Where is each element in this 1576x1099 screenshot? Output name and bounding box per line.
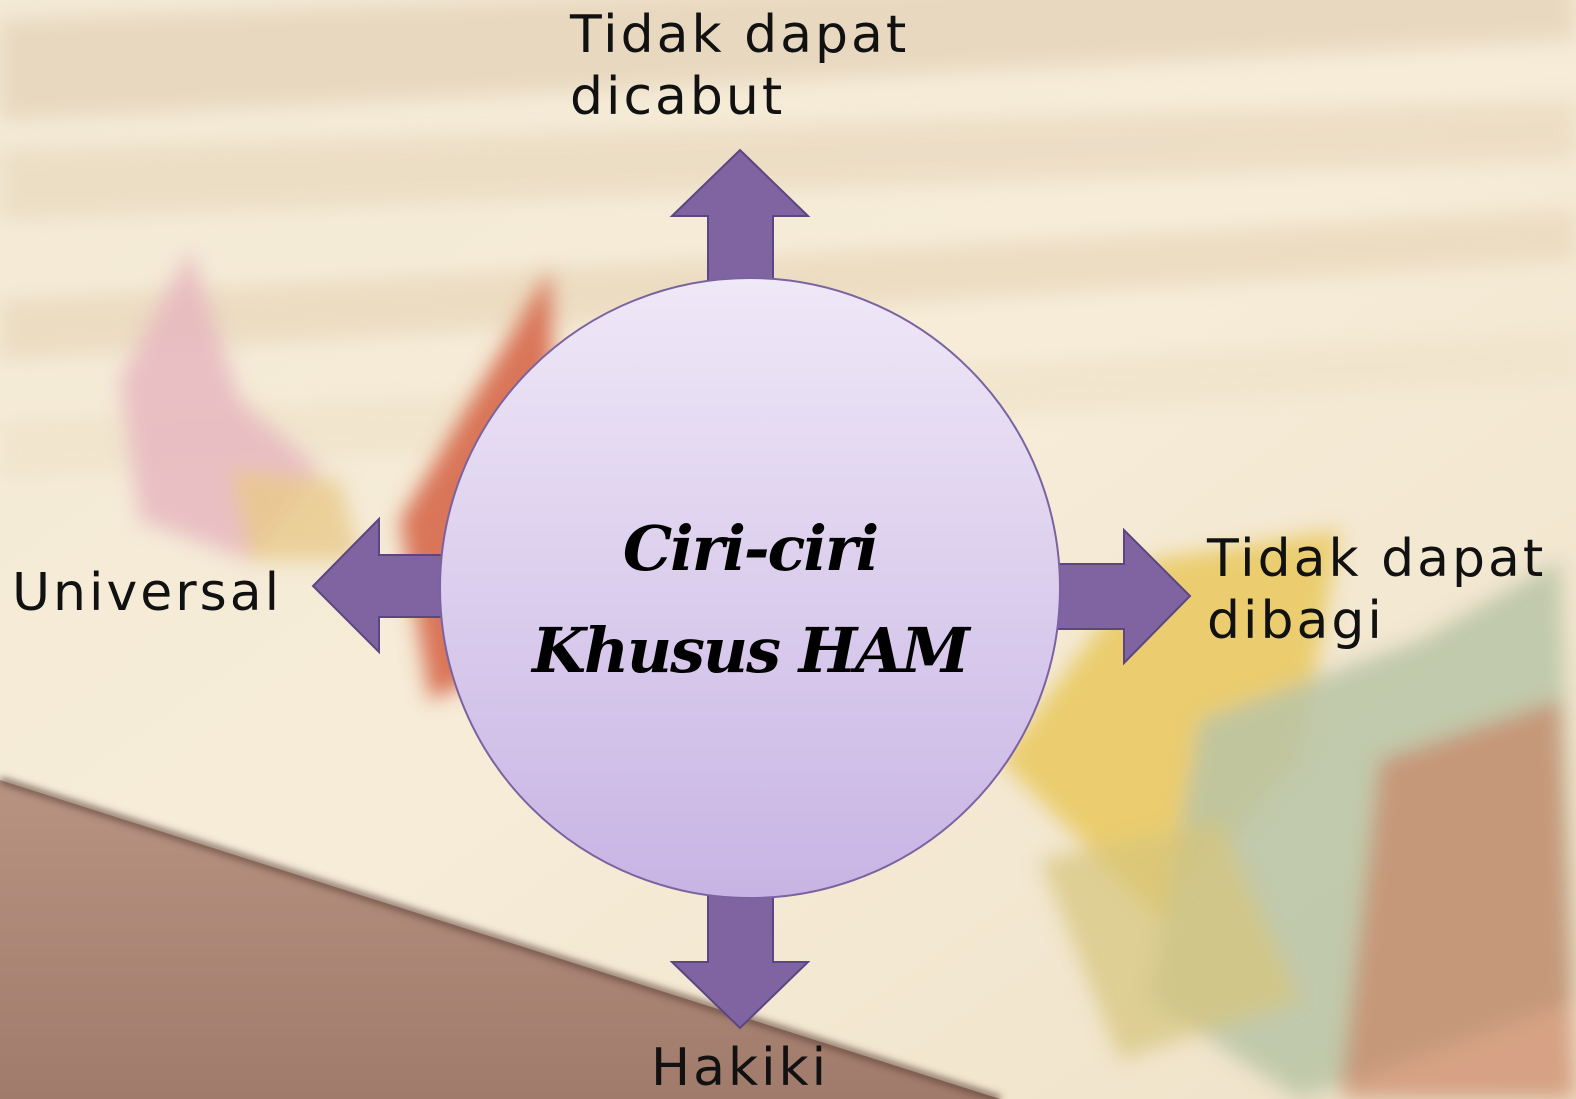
arrow-left-icon: [311, 516, 447, 655]
center-title-line1: Ciri-ciri: [623, 512, 877, 585]
center-title-line2: Khusus HAM: [530, 614, 972, 687]
center-circle: [439, 277, 1061, 899]
label-right-line2: dibagi: [1207, 591, 1385, 651]
label-left: Universal: [12, 562, 282, 624]
label-top-line2: dicabut: [570, 67, 786, 127]
arrow-down-icon: [669, 892, 811, 1030]
label-right: Tidak dapat dibagi: [1207, 528, 1546, 652]
label-bottom: Hakiki: [651, 1037, 829, 1099]
label-right-line1: Tidak dapat: [1207, 529, 1547, 589]
label-bottom-line1: Hakiki: [651, 1038, 830, 1098]
label-left-line1: Universal: [12, 563, 283, 623]
label-top-line1: Tidak dapat: [570, 5, 910, 65]
arrow-right-icon: [1053, 527, 1192, 666]
label-top: Tidak dapat dicabut: [570, 4, 909, 128]
arrow-up-icon: [669, 148, 811, 283]
